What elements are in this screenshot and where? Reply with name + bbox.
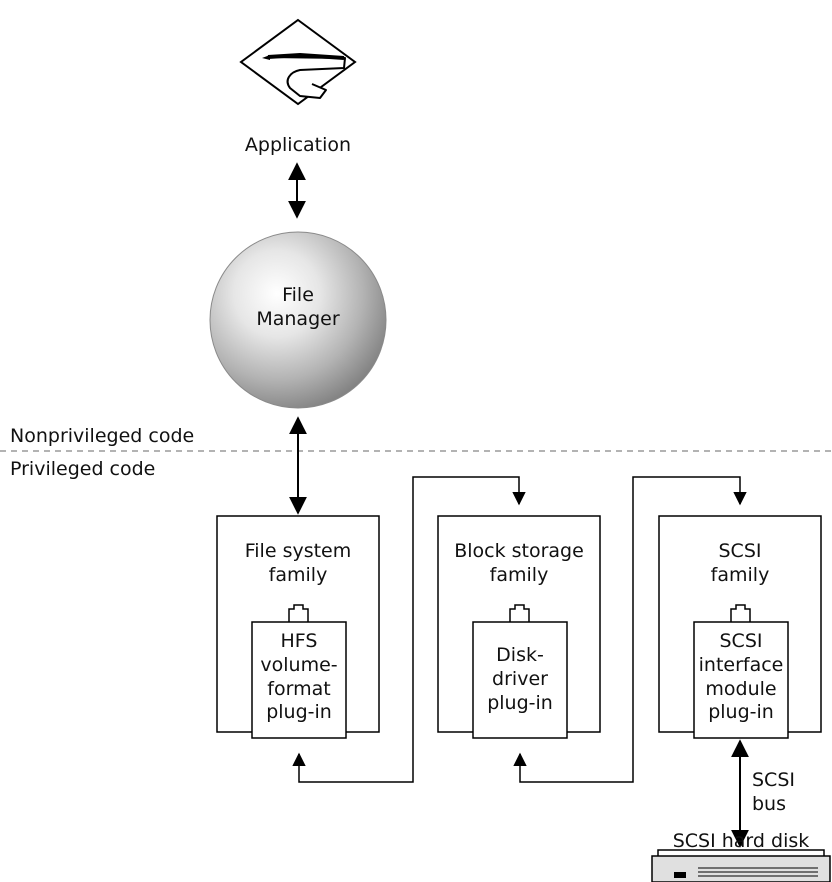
pen-icon xyxy=(239,18,357,106)
scsi-bus-label: SCSI bus xyxy=(752,769,795,815)
scsi-hard-disk-label: SCSI hard disk xyxy=(672,830,810,852)
file-manager-sphere xyxy=(209,231,387,409)
nonprivileged-code-label: Nonprivileged code xyxy=(10,425,195,447)
hfs-to-block-storage-connector xyxy=(292,476,526,783)
privileged-code-label: Privileged code xyxy=(10,458,156,480)
file-system-family-label: File system family xyxy=(244,540,352,586)
application-label: Application xyxy=(244,134,352,156)
hfs-plugin-label: HFS volume- format plug-in xyxy=(260,630,338,724)
disk-driver-to-scsi-connector xyxy=(513,476,747,783)
disk-driver-plugin-label: Disk- driver plug-in xyxy=(487,644,553,714)
block-storage-family-label: Block storage family xyxy=(454,540,584,586)
scsi-interface-plugin-label: SCSI interface module plug-in xyxy=(698,630,784,724)
disk-body xyxy=(651,855,831,882)
disk-led xyxy=(674,872,686,878)
scsi-family-label: SCSI family xyxy=(710,540,770,586)
file-manager-label: File Manager xyxy=(256,284,340,330)
